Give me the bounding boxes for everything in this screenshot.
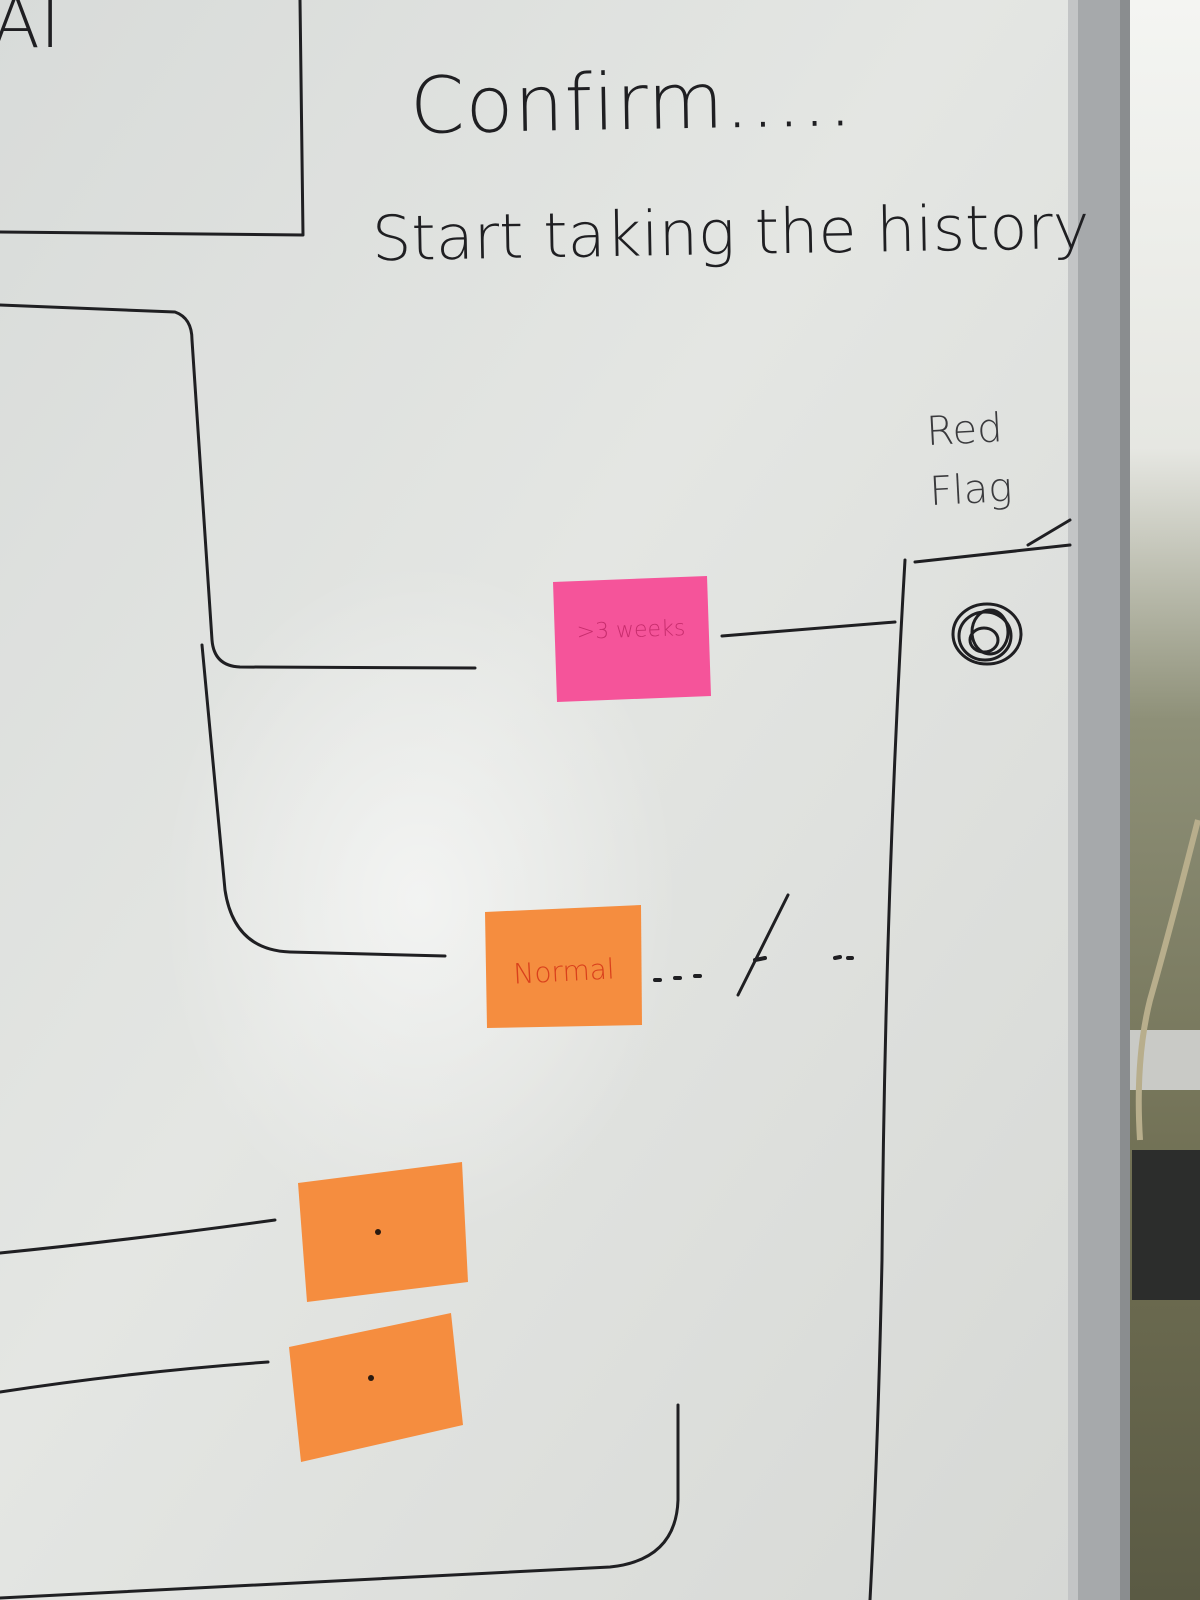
sticky-note-pink-text: >3 weeks (576, 616, 686, 645)
sticky-note-pink-shape (553, 576, 711, 702)
window-frame-dark (1132, 1150, 1200, 1300)
sticky-note-orange-4-shape (289, 1313, 463, 1462)
history-label: Start taking the history (371, 189, 1091, 276)
top-left-label: AI (0, 0, 61, 64)
sticky-note-shapes (289, 576, 711, 1462)
sticky-note-normal-shape (485, 905, 642, 1028)
marker-lines (0, 0, 1072, 1600)
board-frame (1068, 0, 1130, 1600)
window-rope (1135, 819, 1200, 1141)
sticky-note-orange-3-shape (298, 1162, 468, 1302)
confirm-label: Confirm..... (409, 54, 855, 152)
reflection-glare (160, 560, 680, 1240)
red-flag-label: Red Flag (925, 405, 1014, 516)
window-view (1120, 0, 1200, 1600)
